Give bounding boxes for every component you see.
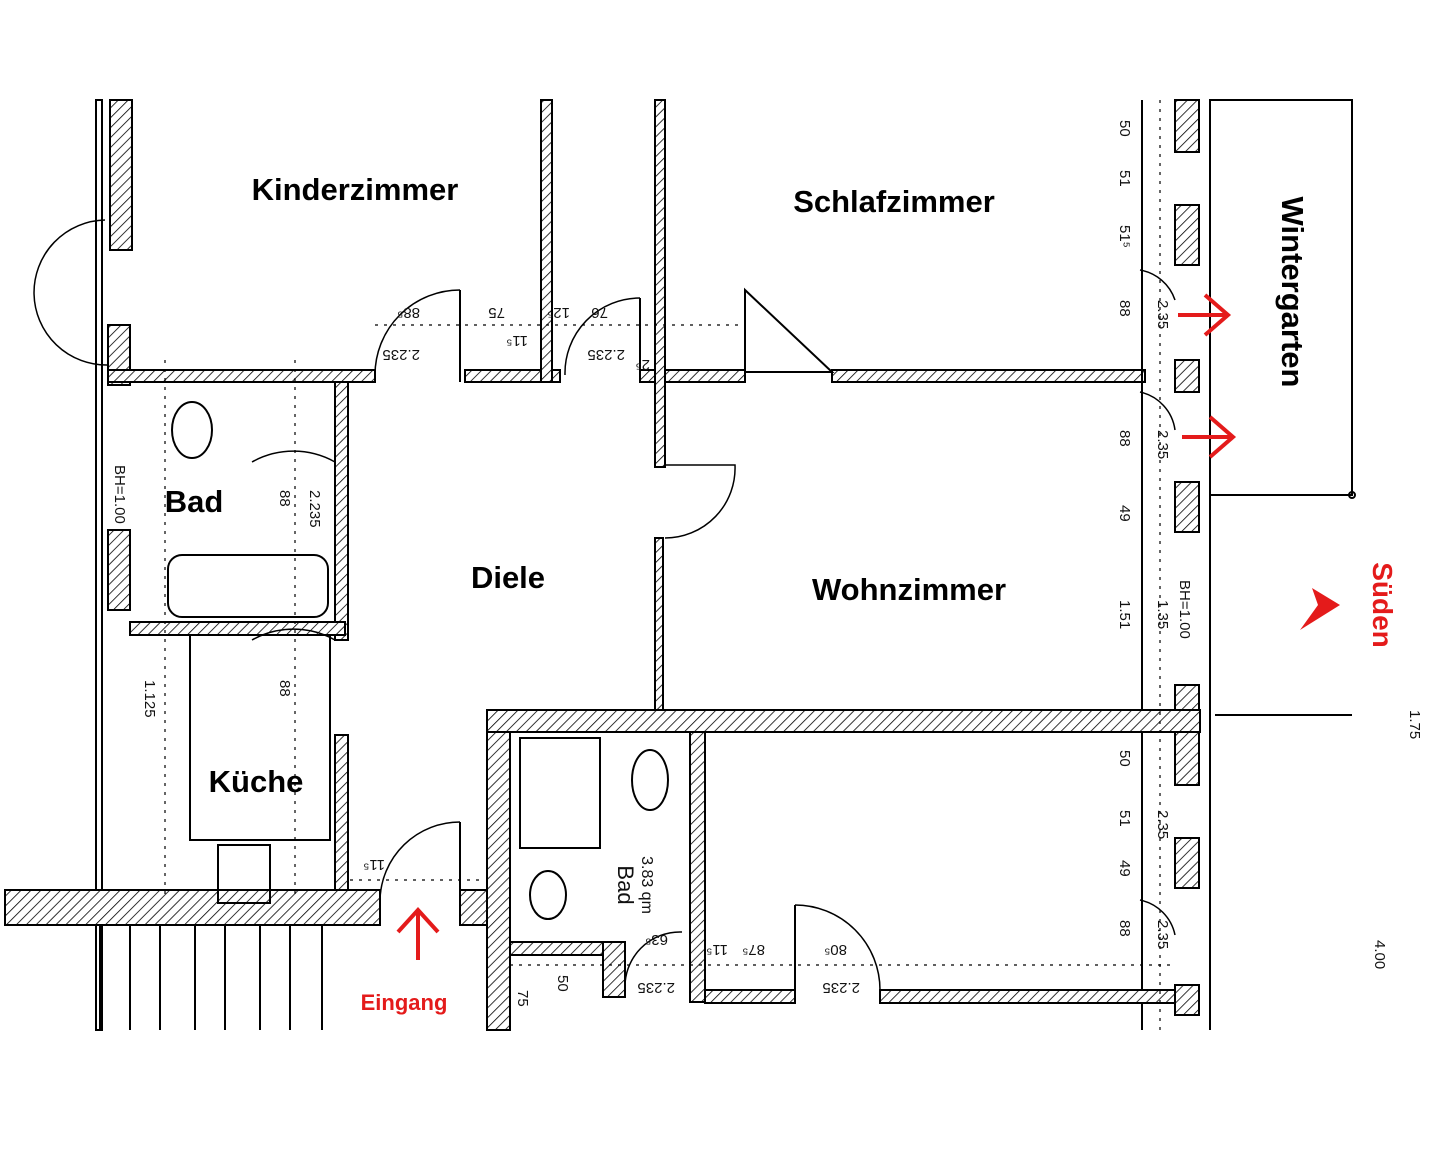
dim: 1.51	[1116, 600, 1133, 629]
compass-south-icon	[1300, 588, 1340, 630]
dim: 49	[1116, 505, 1133, 522]
stove-icon	[217, 844, 271, 904]
dim: BH=1.00	[1176, 580, 1193, 639]
shower-icon	[519, 737, 601, 849]
room-wintergarten: Wintergarten	[1275, 197, 1310, 388]
kitchen-counter	[189, 634, 331, 841]
dim: 49	[1116, 860, 1133, 877]
dim: 51	[1116, 170, 1133, 187]
dim: 11⁵	[506, 332, 528, 349]
dimension-labels: 88⁵ 2.235 75 11⁵ 12⁵ 76 2.235 2⁵ 88 2.23…	[111, 120, 1423, 1007]
fixtures	[167, 401, 669, 920]
dim: 76	[591, 304, 608, 321]
dim: 75	[514, 990, 531, 1007]
room-bad-2: Bad	[613, 865, 638, 904]
dim: BH=1.00	[111, 465, 128, 524]
dim: 80⁵	[824, 941, 847, 958]
arrow-up-icon	[396, 907, 440, 960]
dim: 50	[1116, 750, 1133, 767]
south-label: Süden	[1367, 562, 1398, 648]
dim: 50	[554, 975, 571, 992]
room-bad-2-area: 3.83 qm	[638, 856, 655, 914]
dim: 2.235	[382, 346, 420, 363]
dim: 11⁵	[363, 856, 385, 873]
dim: 88⁵	[397, 304, 420, 321]
dim: 2.35	[1154, 920, 1171, 949]
annotations: Eingang Süden	[361, 293, 1398, 1015]
room-kinderzimmer: Kinderzimmer	[252, 172, 459, 207]
dim: 2.235	[637, 979, 675, 996]
dim: 1.35	[1154, 600, 1171, 629]
dim: 2.35	[1154, 430, 1171, 459]
entrance-label: Eingang	[361, 990, 448, 1015]
dim: 75	[488, 304, 505, 321]
sink-icon	[529, 870, 567, 920]
dim: 2.235	[306, 490, 323, 528]
bathtub-icon	[167, 554, 329, 618]
toilet-icon	[171, 401, 213, 459]
room-labels: Kinderzimmer Schlafzimmer Wintergarten B…	[165, 172, 1310, 914]
room-diele: Diele	[471, 560, 545, 595]
dim: 12⁵	[547, 304, 570, 321]
dim: 88	[276, 680, 293, 697]
arrow-right-icon	[1182, 415, 1237, 459]
dim: 63⁵	[645, 931, 668, 948]
room-schlafzimmer: Schlafzimmer	[793, 184, 995, 219]
dim: 2⁵	[635, 356, 650, 373]
dim: 50	[1116, 120, 1133, 137]
dim: 51	[1116, 810, 1133, 827]
dim: 1.75	[1406, 710, 1423, 739]
walls	[4, 99, 1356, 1031]
dim: 2.35	[1154, 300, 1171, 329]
toilet-icon	[631, 749, 669, 811]
dim: 1.125	[141, 680, 158, 718]
dim: 4.00	[1371, 940, 1388, 969]
room-bad: Bad	[165, 484, 224, 519]
dim: 87⁵	[742, 941, 765, 958]
dim: 88	[1116, 920, 1133, 937]
dim: 11⁵	[706, 941, 728, 958]
dim: 88	[1116, 430, 1133, 447]
dim: 51⁵	[1116, 225, 1133, 248]
dim: 2.35	[1154, 810, 1171, 839]
arrow-right-icon	[1178, 293, 1232, 337]
dim: 88	[1116, 300, 1133, 317]
room-kueche: Küche	[209, 764, 304, 799]
dim: 88	[276, 490, 293, 507]
dim: 2.235	[822, 979, 860, 996]
room-wohnzimmer: Wohnzimmer	[812, 572, 1006, 607]
dim: 2.235	[587, 346, 625, 363]
